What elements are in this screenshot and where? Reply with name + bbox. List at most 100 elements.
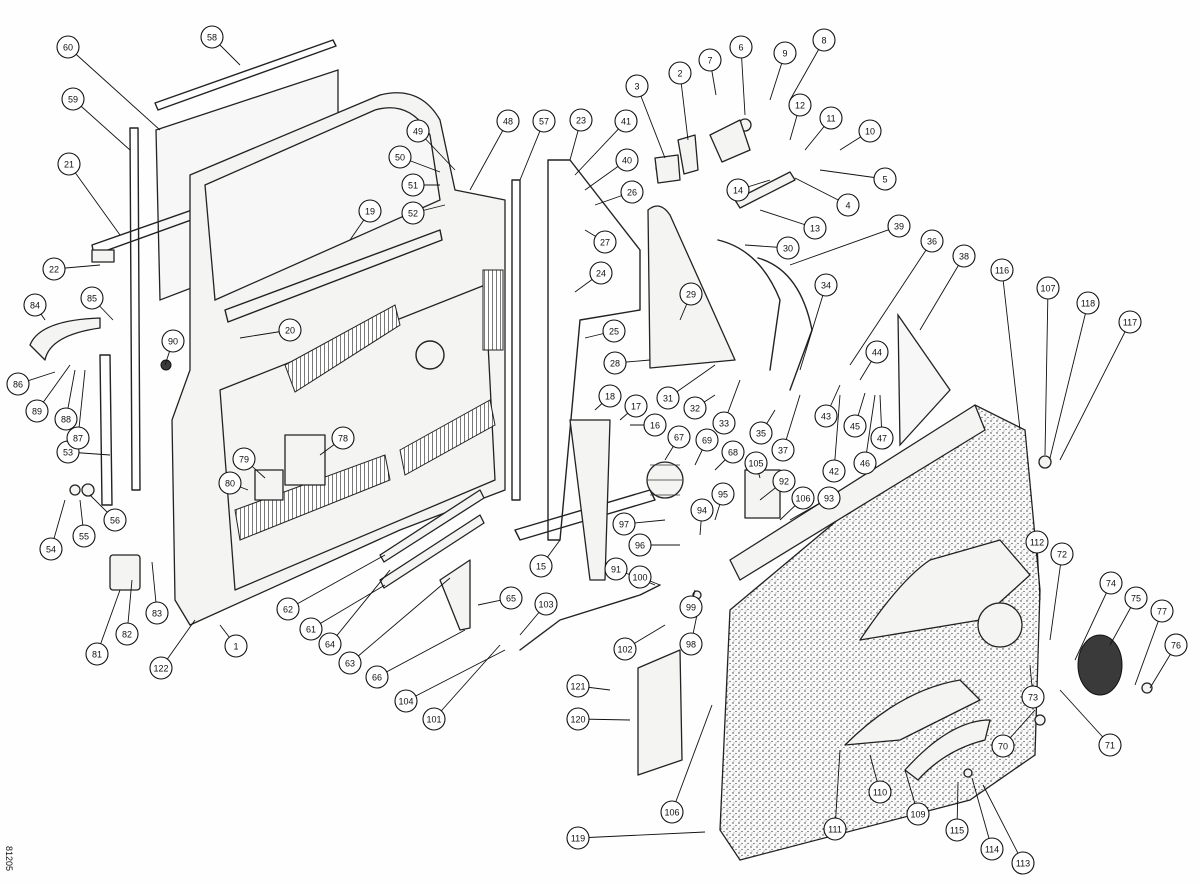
callout-circle bbox=[145, 601, 169, 625]
callout-13: 13 bbox=[803, 216, 827, 240]
callout-102: 102 bbox=[613, 637, 637, 661]
callout-4: 4 bbox=[836, 193, 860, 217]
callout-22: 22 bbox=[42, 257, 66, 281]
callout-number: 44 bbox=[872, 348, 882, 358]
part-latch-lock bbox=[284, 434, 326, 486]
callout-circle bbox=[679, 282, 703, 306]
callout-circle bbox=[604, 557, 628, 581]
callout-circle bbox=[331, 426, 355, 450]
callout-65: 65 bbox=[499, 586, 523, 610]
callout-number: 80 bbox=[225, 479, 235, 489]
callout-circle bbox=[1021, 685, 1045, 709]
leader-line-3 bbox=[636, 85, 666, 159]
part-handle-bracket bbox=[254, 469, 284, 501]
callout-89: 89 bbox=[25, 399, 49, 423]
callout-number: 95 bbox=[718, 490, 728, 500]
callout-circle bbox=[1036, 276, 1060, 300]
part-trim-pocket bbox=[859, 539, 1031, 641]
callout-number: 16 bbox=[650, 421, 660, 431]
callout-circle bbox=[945, 818, 969, 842]
leader-line-77 bbox=[1134, 610, 1163, 686]
callout-number: 52 bbox=[408, 209, 418, 219]
callout-number: 21 bbox=[64, 160, 74, 170]
callout-circle bbox=[365, 665, 389, 689]
callout-circle bbox=[566, 826, 590, 850]
callout-number: 117 bbox=[1123, 318, 1137, 328]
callout-94: 94 bbox=[690, 498, 714, 522]
callout-circle bbox=[858, 119, 882, 143]
part-side-grille bbox=[482, 269, 504, 351]
part-quarter-frame bbox=[547, 159, 641, 541]
callout-circle bbox=[276, 597, 300, 621]
callout-106: 106 bbox=[791, 486, 815, 510]
callout-circle bbox=[1050, 542, 1074, 566]
callout-number: 11 bbox=[826, 114, 835, 124]
callout-number: 28 bbox=[610, 359, 620, 369]
callout-circle bbox=[744, 451, 768, 475]
callout-circle bbox=[615, 148, 639, 172]
callout-number: 39 bbox=[894, 222, 904, 232]
leader-line-72 bbox=[1049, 553, 1063, 641]
callout-77: 77 bbox=[1150, 599, 1174, 623]
callout-number: 56 bbox=[110, 516, 120, 526]
callout-circle bbox=[603, 351, 627, 375]
part-check-link bbox=[734, 171, 796, 209]
callout-number: 22 bbox=[49, 265, 59, 275]
callout-49: 49 bbox=[406, 119, 430, 143]
callout-92: 92 bbox=[772, 469, 796, 493]
callout-circle bbox=[496, 109, 520, 133]
callout-56: 56 bbox=[103, 508, 127, 532]
callout-18: 18 bbox=[598, 384, 622, 408]
callout-number: 51 bbox=[408, 181, 418, 191]
callout-circle bbox=[612, 512, 636, 536]
callout-number: 36 bbox=[927, 237, 937, 247]
callout-97: 97 bbox=[612, 512, 636, 536]
callout-number: 14 bbox=[733, 186, 743, 196]
callout-circle bbox=[920, 229, 944, 253]
callout-circle bbox=[712, 411, 736, 435]
callout-number: 121 bbox=[570, 682, 585, 692]
callout-number: 102 bbox=[617, 645, 632, 655]
callout-circle bbox=[6, 372, 30, 396]
callout-23: 23 bbox=[569, 108, 593, 132]
callout-64: 64 bbox=[318, 632, 342, 656]
callout-52: 52 bbox=[401, 201, 425, 225]
callout-110: 110 bbox=[868, 780, 892, 804]
part-fasteners bbox=[69, 118, 1153, 778]
callout-circle bbox=[1098, 733, 1122, 757]
callout-number: 64 bbox=[325, 640, 335, 650]
callout-109: 109 bbox=[906, 802, 930, 826]
part-channel-clip bbox=[91, 249, 115, 263]
leader-line-63 bbox=[349, 577, 451, 664]
leader-line-36 bbox=[849, 240, 933, 366]
callout-number: 9 bbox=[782, 49, 787, 59]
part-striker bbox=[654, 154, 681, 184]
part-lower-bracket bbox=[439, 559, 471, 631]
callout-circle bbox=[749, 421, 773, 445]
callout-number: 111 bbox=[828, 825, 842, 835]
callout-number: 83 bbox=[152, 609, 162, 619]
part-trim-speaker bbox=[977, 602, 1023, 648]
part-hinge-bracket bbox=[709, 119, 751, 163]
callout-72: 72 bbox=[1050, 542, 1074, 566]
callout-circle bbox=[39, 537, 63, 561]
callout-number: 54 bbox=[46, 545, 56, 555]
callout-number: 65 bbox=[506, 594, 516, 604]
callout-83: 83 bbox=[145, 601, 169, 625]
callout-circle bbox=[788, 93, 812, 117]
callout-87: 87 bbox=[66, 426, 90, 450]
callout-46: 46 bbox=[853, 451, 877, 475]
callout-circle bbox=[534, 592, 558, 616]
callout-40: 40 bbox=[615, 148, 639, 172]
callout-115: 115 bbox=[945, 818, 969, 842]
callout-number: 26 bbox=[627, 188, 637, 198]
callout-circle bbox=[814, 273, 838, 297]
callout-circle bbox=[56, 35, 80, 59]
callout-number: 10 bbox=[865, 127, 875, 137]
callout-number: 122 bbox=[153, 664, 168, 674]
callout-circle bbox=[656, 386, 680, 410]
callout-8: 8 bbox=[812, 28, 836, 52]
part-armrest bbox=[844, 679, 981, 746]
callout-circle bbox=[817, 486, 841, 510]
callout-number: 77 bbox=[1157, 607, 1167, 617]
